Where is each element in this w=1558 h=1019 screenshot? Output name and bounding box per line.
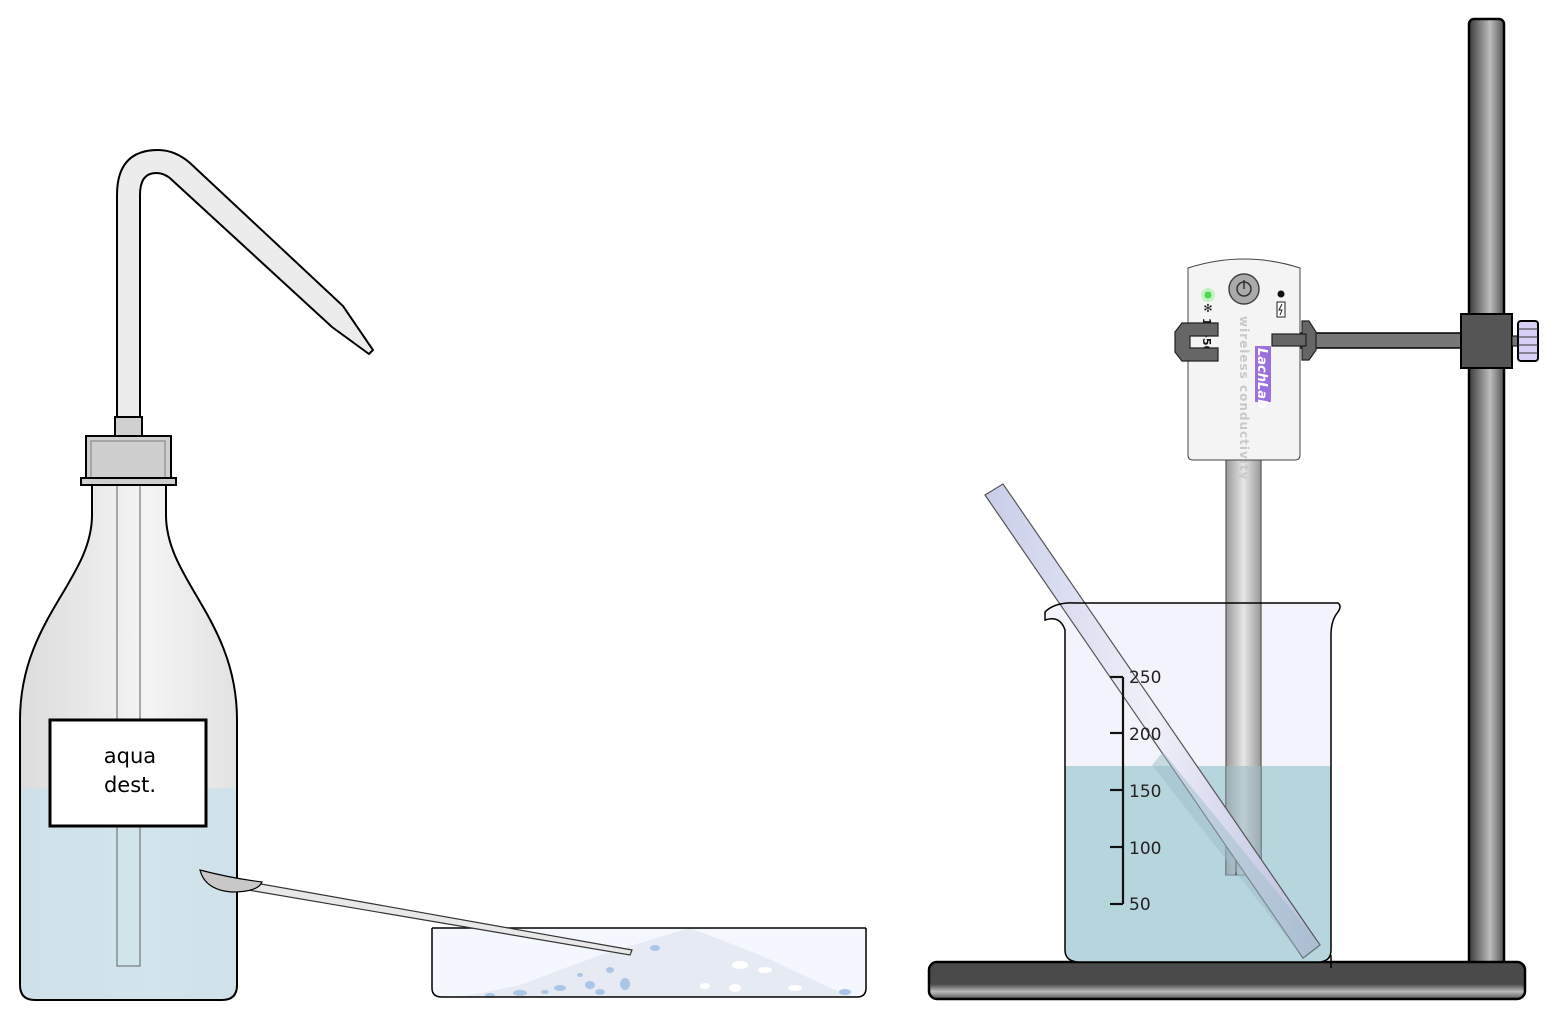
salt-powder [460, 928, 855, 997]
clamp-screw-knob[interactable] [1517, 320, 1539, 362]
charge-indicator-dot [1277, 290, 1285, 298]
bluetooth-icon: ✻ [1203, 302, 1212, 315]
wash-bottle: aqua dest. [19, 148, 375, 1001]
stand-base [927, 960, 1527, 1001]
scale-label-250: 250 [1129, 668, 1161, 688]
wireless-sensor: ✻ 13-56 wireless conductivity LachLab [1174, 258, 1317, 480]
stand-rod [1467, 17, 1506, 971]
bottle-label-line2: dest. [104, 773, 156, 797]
brand-logo: LachLab [1254, 348, 1269, 408]
bottle-nozzle-tube [116, 148, 375, 421]
clamp-arm [1299, 332, 1466, 349]
bottle-cap-top [114, 416, 143, 438]
clamp-jaw-left [1174, 322, 1219, 362]
conductivity-probe [1225, 454, 1262, 876]
spatula [199, 869, 633, 956]
beaker-scale [1110, 675, 1125, 906]
scale-label-150: 150 [1129, 782, 1161, 802]
sensor-caption: wireless conductivity [1237, 316, 1251, 480]
salt-grains [485, 945, 851, 997]
lab-stand [927, 17, 1539, 1001]
petri-dish [431, 927, 867, 998]
bottle-label-line1: aqua [104, 744, 156, 768]
bottle-cap [85, 435, 172, 481]
clamp-jaw-right [1301, 320, 1317, 361]
boss-head [1460, 313, 1513, 369]
scale-label-50: 50 [1129, 895, 1151, 915]
bottle-label [48, 718, 208, 828]
scale-label-100: 100 [1129, 839, 1161, 859]
scale-label-200: 200 [1129, 725, 1161, 745]
